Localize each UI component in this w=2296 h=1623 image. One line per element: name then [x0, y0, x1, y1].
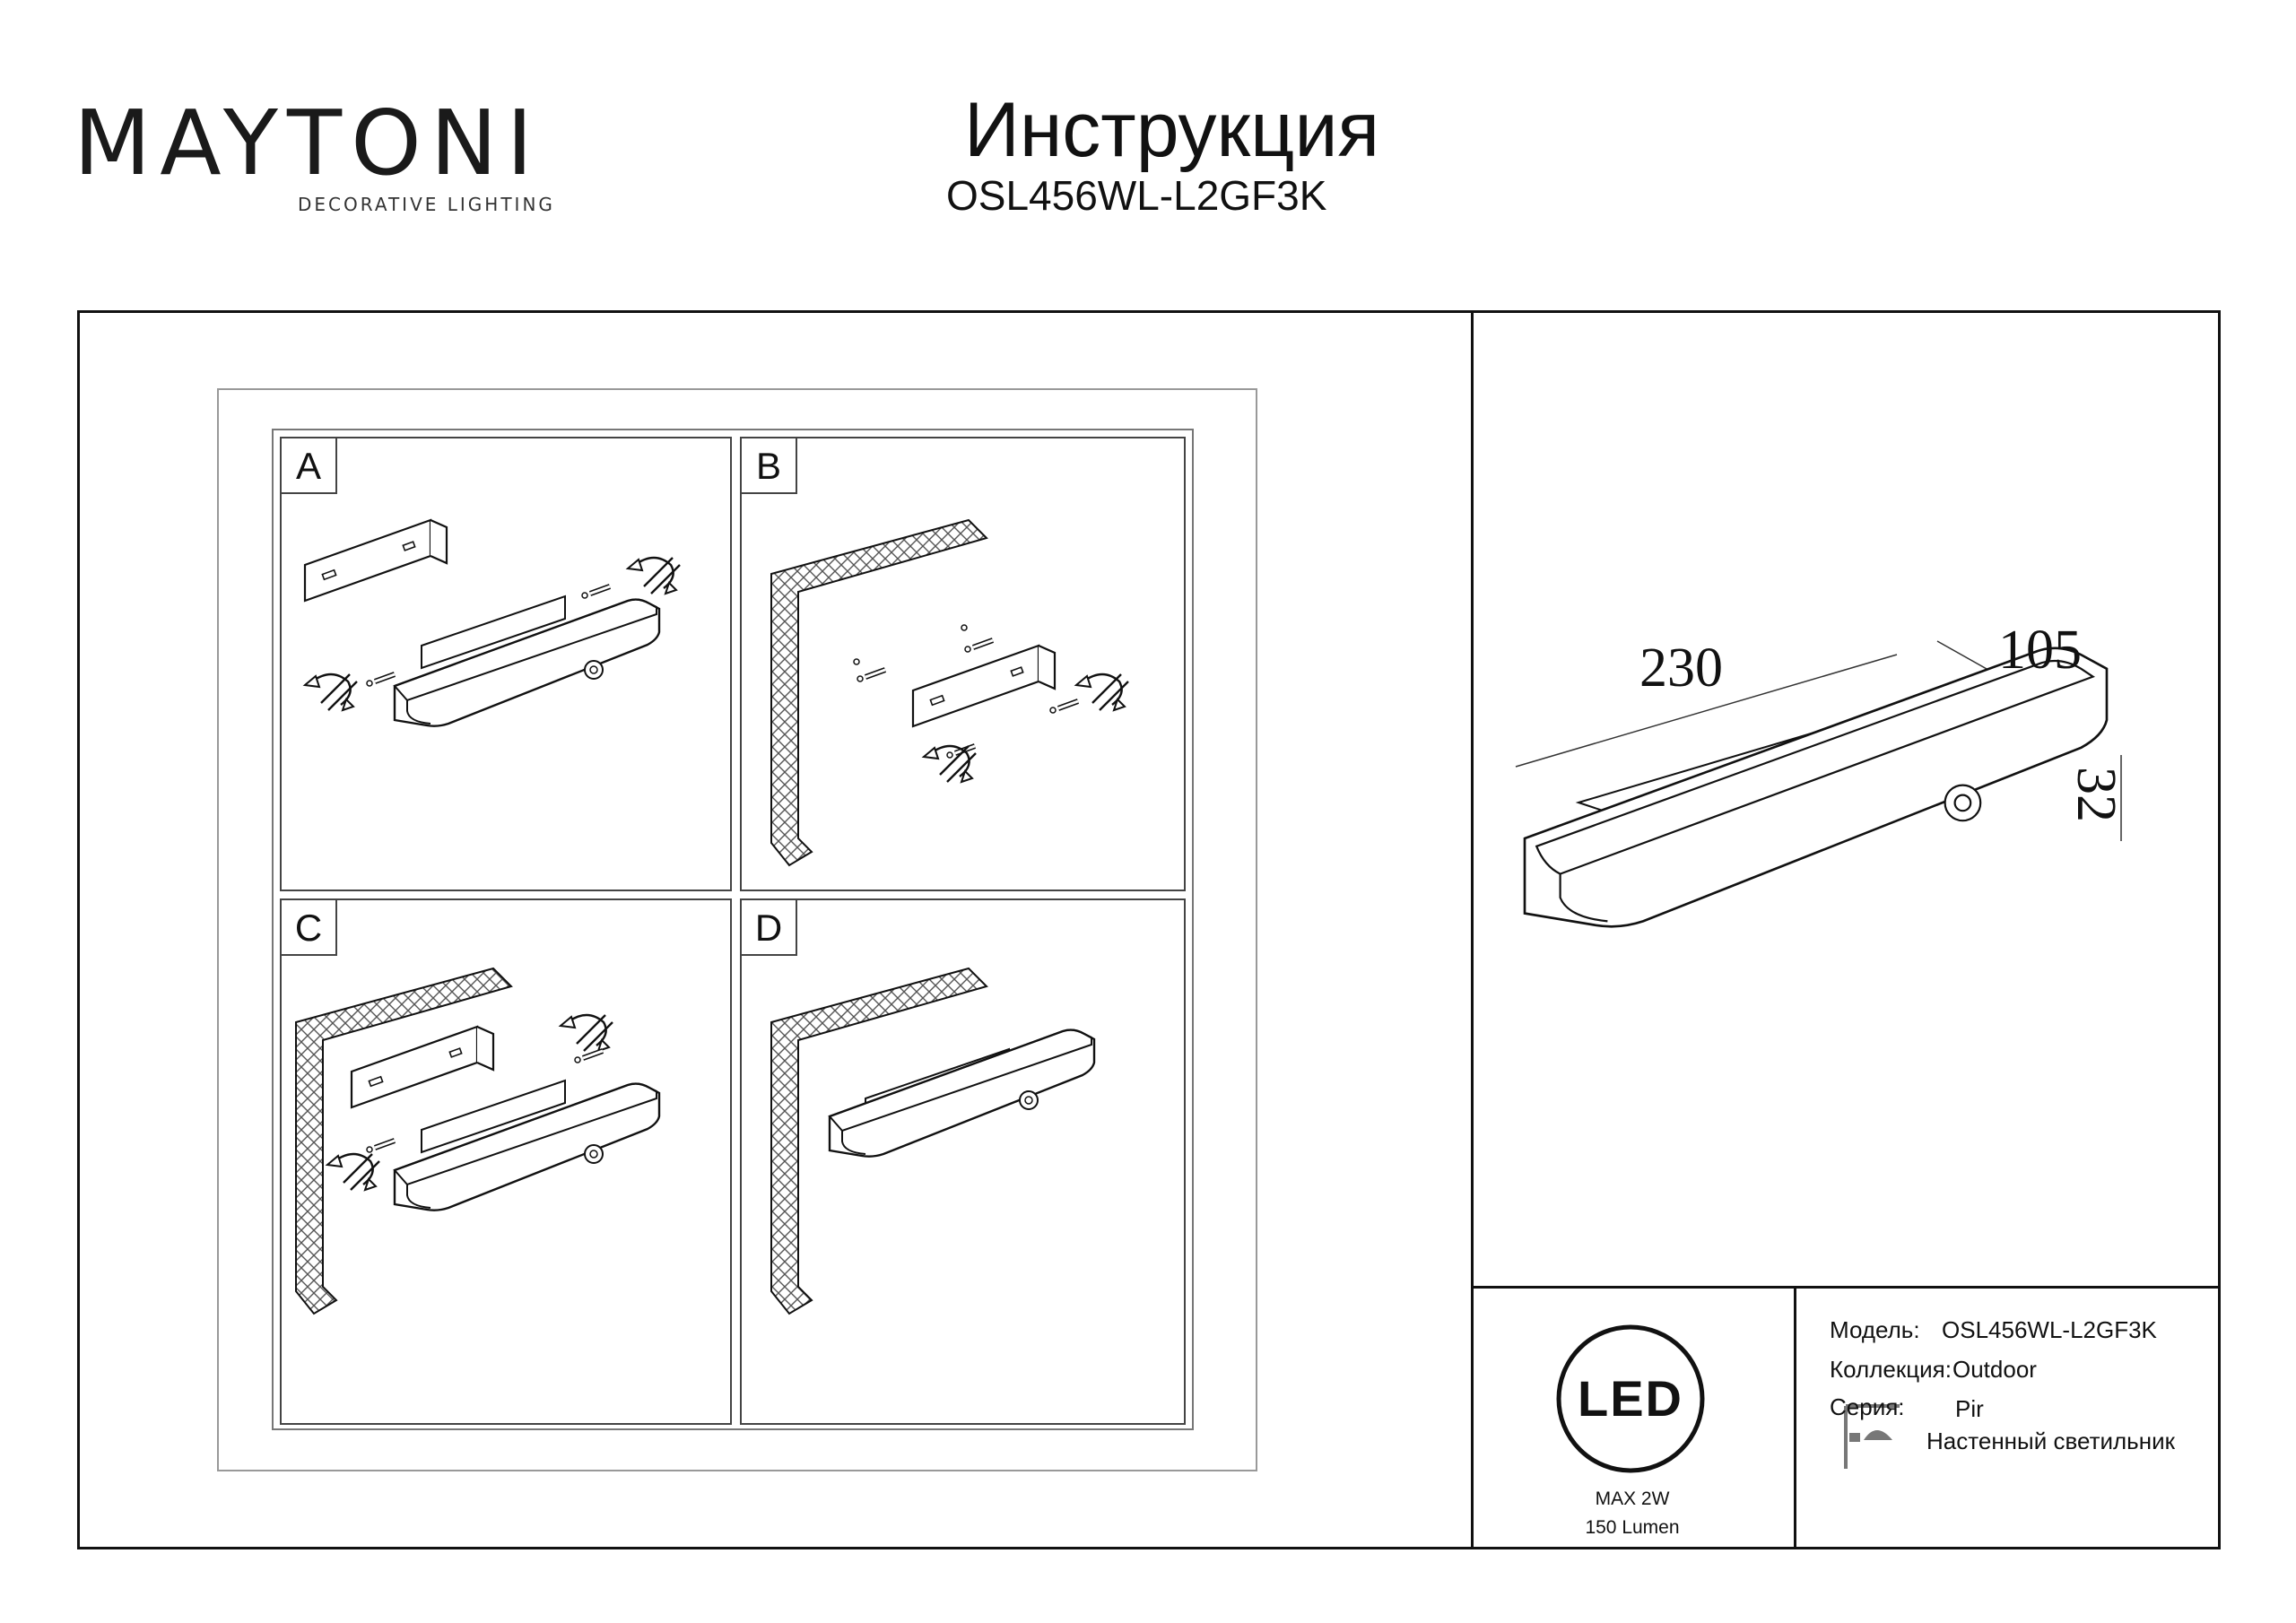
step-label-a: A	[295, 445, 321, 487]
page-title: Инструкция	[964, 87, 1380, 173]
panel-c	[280, 898, 732, 1425]
brand-name: MAYTONI	[74, 91, 543, 195]
panel-d	[740, 898, 1186, 1425]
spec-collection-value: Outdoor	[1952, 1356, 2037, 1383]
led-icon: LED	[1578, 1370, 1683, 1427]
spec-series-label: Серия:	[1830, 1393, 1905, 1420]
step-label-c: C	[294, 907, 323, 949]
badge-power: MAX 2W	[1595, 1488, 1670, 1509]
spec-model-label: Модель:	[1830, 1316, 1920, 1343]
spec-type-value: Настенный светильник	[1926, 1428, 2175, 1454]
instruction-sheet	[77, 310, 2221, 1549]
divider-spec	[1794, 1286, 1796, 1549]
brand-tagline: DECORATIVE LIGHTING	[298, 194, 555, 215]
panel-b	[740, 437, 1186, 891]
badge-lumen: 150 Lumen	[1585, 1517, 1680, 1538]
spec-series-value: Pir	[1955, 1395, 1984, 1422]
divider-vertical	[1471, 310, 1474, 1549]
model-heading: OSL456WL-L2GF3K	[946, 172, 1327, 219]
dimension-length: 230	[1639, 638, 1723, 699]
step-label-b: B	[755, 445, 781, 487]
divider-horizontal	[1471, 1286, 2221, 1289]
panel-a	[280, 437, 732, 891]
spec-model-value: OSL456WL-L2GF3K	[1942, 1316, 2157, 1343]
maytoni-logo: MAYTONI DECORATIVE LIGHTING	[74, 90, 558, 224]
spec-collection-label: Коллекция:	[1830, 1356, 1952, 1383]
dimension-height: 32	[2066, 767, 2126, 822]
dimension-width: 105	[1998, 620, 2082, 681]
step-label-d: D	[754, 907, 783, 949]
